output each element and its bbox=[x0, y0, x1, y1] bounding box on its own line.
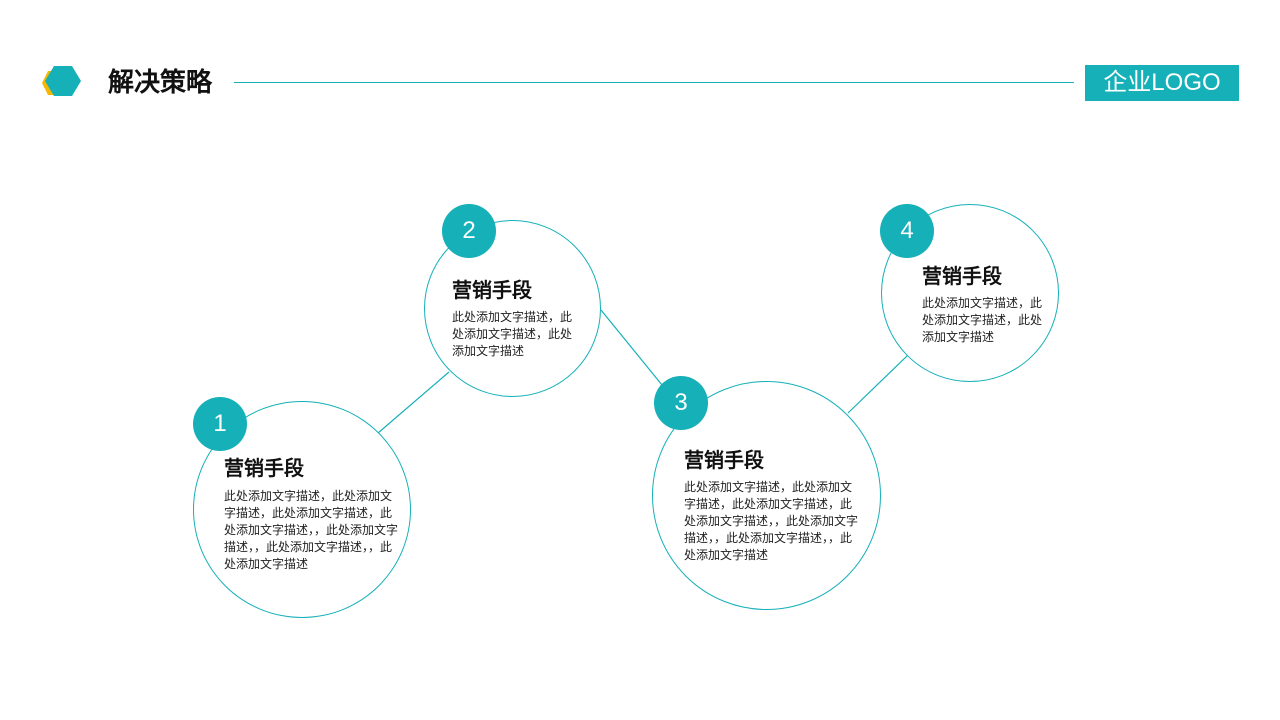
step-description: 此处添加文字描述，此处添加文字描述，此处添加文字描述，此处添加文字描述，，此处添… bbox=[684, 480, 859, 562]
step-number-badge: 4 bbox=[880, 204, 934, 258]
company-logo: 企业LOGO bbox=[1085, 65, 1239, 101]
hexagon-icon bbox=[42, 66, 81, 96]
page-title: 解决策略 bbox=[108, 68, 213, 98]
step-circle bbox=[881, 204, 1059, 382]
step-number-badge: 3 bbox=[654, 376, 708, 430]
step-number-badge: 1 bbox=[193, 397, 247, 451]
step-title: 营销手段 bbox=[922, 264, 1002, 288]
step-number-badge: 2 bbox=[442, 204, 496, 258]
step-title: 营销手段 bbox=[684, 448, 764, 472]
header-divider bbox=[234, 82, 1074, 83]
step-title: 营销手段 bbox=[452, 278, 532, 302]
step-description: 此处添加文字描述，此处添加文字描述，此处添加文字描述，此处添加文字描述，，此处添… bbox=[224, 489, 399, 571]
step-description: 此处添加文字描述，此处添加文字描述，此处添加文字描述 bbox=[452, 310, 573, 358]
step-title: 营销手段 bbox=[224, 456, 304, 480]
step-description: 此处添加文字描述，此处添加文字描述，此处添加文字描述 bbox=[922, 296, 1043, 344]
